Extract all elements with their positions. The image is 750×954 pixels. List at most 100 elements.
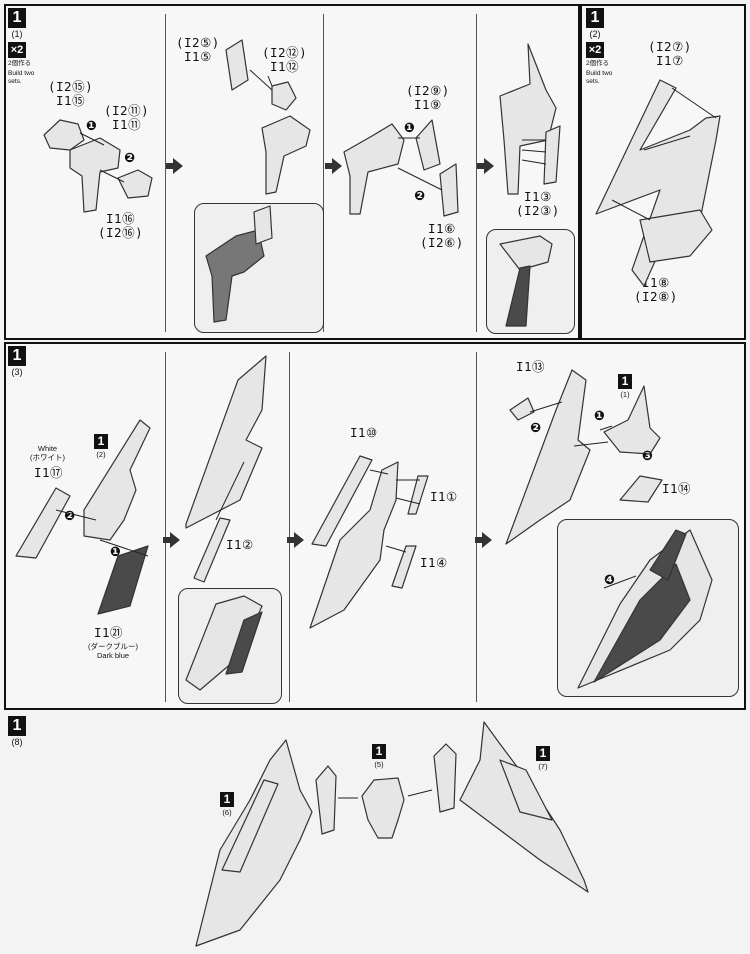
divider bbox=[476, 14, 477, 332]
right-wing-shape bbox=[499, 759, 553, 821]
part-shape bbox=[69, 137, 121, 213]
left-wing-shape bbox=[221, 779, 279, 873]
leader-lines bbox=[338, 789, 433, 799]
part-shape bbox=[505, 265, 531, 327]
part-main: I1⑤ bbox=[184, 49, 212, 64]
part-shape bbox=[97, 545, 149, 615]
part-shape bbox=[225, 39, 249, 91]
part-label: I1⑩ bbox=[350, 425, 378, 440]
part-shape bbox=[261, 115, 311, 195]
part-main: I1⑦ bbox=[656, 53, 684, 68]
seq-1: ❶ bbox=[86, 119, 97, 134]
part-shape bbox=[185, 355, 267, 529]
ref-step-sub: (5) bbox=[374, 760, 384, 769]
part-shape bbox=[499, 235, 553, 271]
part-shape bbox=[619, 475, 663, 503]
part-shape bbox=[407, 475, 429, 515]
seq-4: ❹ bbox=[604, 573, 615, 588]
part-label: (I2⑫) I1⑫ bbox=[262, 46, 307, 74]
part-label: I1③ (I2③) bbox=[516, 190, 560, 218]
part-label: I1⑭ bbox=[662, 481, 692, 496]
part-alt: (I2③) bbox=[516, 203, 560, 218]
part-color-label: (ダークブルー) Dark blue bbox=[88, 642, 138, 660]
part-shape bbox=[505, 369, 591, 545]
note-jp: 2個作る bbox=[8, 60, 32, 67]
step-sub: (1) bbox=[11, 29, 23, 39]
part-shape bbox=[603, 385, 661, 455]
ref-step-1-1: 1 (1) bbox=[618, 374, 632, 399]
sequence-markers: ❶ ❷ ❶ ❷ bbox=[86, 119, 425, 204]
flow-arrow-icon bbox=[287, 532, 304, 548]
part-alt: (I2⑥) bbox=[420, 235, 464, 250]
ref-step-sub: (1) bbox=[620, 390, 630, 399]
part-main: I1⑮ bbox=[56, 93, 86, 108]
seq-2: ❷ bbox=[530, 421, 541, 436]
ref-step-1-6: 1 (6) bbox=[220, 792, 234, 817]
part-alt: (I2⑫) bbox=[262, 45, 308, 60]
part-label: I1④ bbox=[420, 555, 448, 570]
part-alt: (I2⑨) bbox=[406, 83, 450, 98]
part-main: I1⑨ bbox=[414, 97, 442, 112]
core-shape bbox=[361, 777, 405, 839]
note-jp: 2個作る bbox=[586, 60, 610, 67]
part-label: I1② bbox=[226, 537, 254, 552]
step-label-1-3: 1 (3) bbox=[8, 346, 26, 377]
part-main: I1⑥ bbox=[428, 221, 456, 236]
step-number: 1 bbox=[8, 8, 26, 28]
seq-2: ❷ bbox=[414, 189, 425, 204]
part-shape bbox=[253, 205, 273, 245]
multiplier-badge: ×2 bbox=[8, 42, 26, 58]
ref-step-sub: (2) bbox=[96, 450, 106, 459]
note-en: Build two sets. bbox=[8, 70, 35, 85]
part-label: (I2⑨) I1⑨ bbox=[406, 84, 450, 112]
flow-arrow-icon bbox=[477, 158, 494, 174]
color-en: White bbox=[37, 444, 58, 453]
part-shape bbox=[185, 595, 263, 691]
color-en: Dark blue bbox=[96, 651, 130, 660]
ref-step-1-7: 1 (7) bbox=[536, 746, 550, 771]
ref-step-number: 1 bbox=[94, 434, 108, 449]
ref-step-sub: (6) bbox=[222, 808, 232, 817]
part-label: I1⑯ (I2⑯) bbox=[98, 212, 143, 240]
part-shape bbox=[225, 611, 263, 675]
part-alt: (I2⑧) bbox=[634, 289, 678, 304]
part-alt: (I2⑯) bbox=[98, 225, 144, 240]
divider bbox=[165, 352, 166, 702]
part-label: I1⑥ (I2⑥) bbox=[420, 222, 464, 250]
seq-1: ❶ bbox=[110, 545, 121, 560]
part-shape bbox=[595, 79, 721, 287]
part-shape bbox=[205, 229, 265, 323]
ref-step-number: 1 bbox=[220, 792, 234, 807]
part-main: I1⑪ bbox=[112, 117, 142, 132]
part-shape bbox=[193, 517, 231, 583]
step-label-1-8: 1 (8) bbox=[8, 716, 26, 747]
part-shape bbox=[639, 209, 713, 263]
seq-2: ❷ bbox=[124, 151, 135, 166]
divider bbox=[323, 14, 324, 332]
left-arm-shape bbox=[315, 765, 337, 835]
part-label: I1⑰ bbox=[34, 465, 64, 480]
part-label: (I2⑮) I1⑮ bbox=[48, 80, 93, 108]
divider bbox=[165, 14, 166, 332]
ref-step-1-2: 1 (2) bbox=[94, 434, 108, 459]
part-alt: (I2⑤) bbox=[176, 35, 220, 50]
ref-step-number: 1 bbox=[618, 374, 632, 389]
part-alt: (I2⑦) bbox=[648, 39, 692, 54]
sequence-markers: ❷ ❶ ❷ ❶ ❸ ❹ bbox=[64, 409, 653, 588]
part-shape bbox=[415, 119, 441, 171]
step-label-1-2: 1 (2) ×2 2個作る Build two sets. bbox=[586, 8, 626, 86]
step-number: 1 bbox=[8, 346, 26, 366]
part-shape bbox=[439, 163, 459, 217]
part-main: I1③ bbox=[524, 189, 552, 204]
part-label: (I2⑦) I1⑦ bbox=[648, 40, 692, 68]
part-label: I1⑬ bbox=[516, 359, 546, 374]
part-shape bbox=[311, 455, 373, 547]
part-label: I1① bbox=[430, 489, 458, 504]
divider bbox=[289, 352, 290, 702]
part-main: I1⑯ bbox=[106, 211, 136, 226]
left-wing-shape bbox=[195, 739, 313, 947]
part-label: I1㉑ bbox=[94, 625, 124, 640]
